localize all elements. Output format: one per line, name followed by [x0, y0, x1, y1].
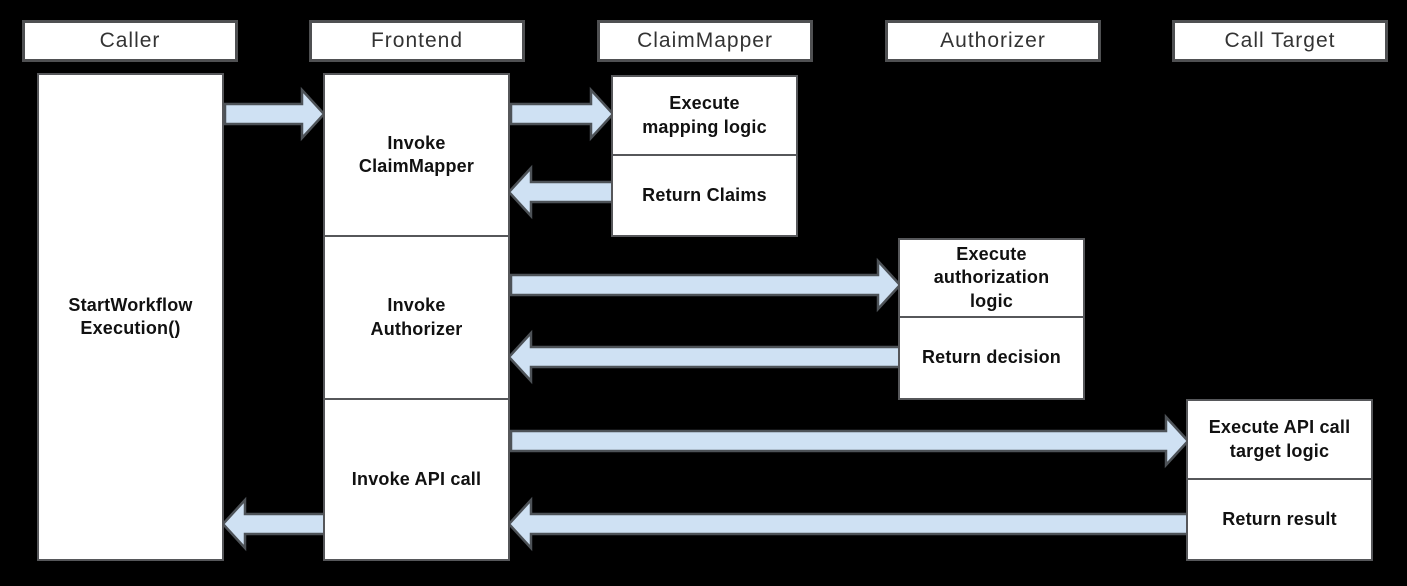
arrow-frontend-to-caller — [221, 496, 327, 552]
lane-header-authorizer-label: Authorizer — [940, 29, 1046, 52]
claimmapper-return-box: Return Claims — [611, 154, 798, 237]
caller-activity-box: StartWorkflow Execution() — [37, 73, 224, 561]
authorizer-execute-box: Execute authorization logic — [898, 238, 1085, 318]
authorizer-return-label: Return decision — [921, 347, 1062, 368]
lane-header-frontend-label: Frontend — [370, 29, 464, 52]
lane-header-authorizer: Authorizer — [885, 20, 1101, 62]
calltarget-return-box: Return result — [1186, 478, 1373, 561]
arrow-caller-to-frontend — [223, 86, 326, 142]
frontend-invoke-authorizer-box: Invoke Authorizer — [323, 235, 510, 400]
frontend-invoke-api-call-label: Invoke API call — [351, 468, 482, 489]
lane-header-claimmapper: ClaimMapper — [597, 20, 813, 62]
frontend-invoke-claimmapper-box: Invoke ClaimMapper — [323, 73, 510, 237]
claimmapper-execute-box: Execute mapping logic — [611, 75, 798, 156]
authorizer-execute-label: Execute authorization logic — [933, 243, 1050, 311]
caller-activity-label: StartWorkflow Execution() — [68, 294, 193, 338]
authorizer-return-box: Return decision — [898, 316, 1085, 400]
lane-header-caller: Caller — [22, 20, 238, 62]
arrow-frontend-to-claimmapper — [509, 86, 615, 142]
arrow-frontend-to-authorizer — [509, 257, 902, 313]
arrow-frontend-to-calltarget — [509, 413, 1190, 469]
lane-header-claimmapper-label: ClaimMapper — [637, 29, 773, 52]
lane-header-calltarget-label: Call Target — [1224, 29, 1336, 52]
calltarget-execute-label: Execute API call target logic — [1208, 417, 1351, 461]
calltarget-execute-box: Execute API call target logic — [1186, 399, 1373, 480]
frontend-invoke-authorizer-label: Invoke Authorizer — [370, 295, 463, 339]
lane-header-caller-label: Caller — [99, 29, 161, 52]
arrow-claimmapper-to-frontend — [507, 164, 615, 220]
lane-header-calltarget: Call Target — [1172, 20, 1388, 62]
lane-header-frontend: Frontend — [309, 20, 525, 62]
frontend-invoke-claimmapper-label: Invoke ClaimMapper — [358, 132, 475, 176]
arrow-authorizer-to-frontend — [507, 329, 902, 385]
claimmapper-execute-label: Execute mapping logic — [642, 93, 767, 137]
frontend-invoke-api-call-box: Invoke API call — [323, 398, 510, 561]
calltarget-return-label: Return result — [1222, 508, 1337, 529]
arrow-calltarget-to-frontend — [507, 496, 1190, 552]
claimmapper-return-label: Return Claims — [642, 184, 767, 205]
